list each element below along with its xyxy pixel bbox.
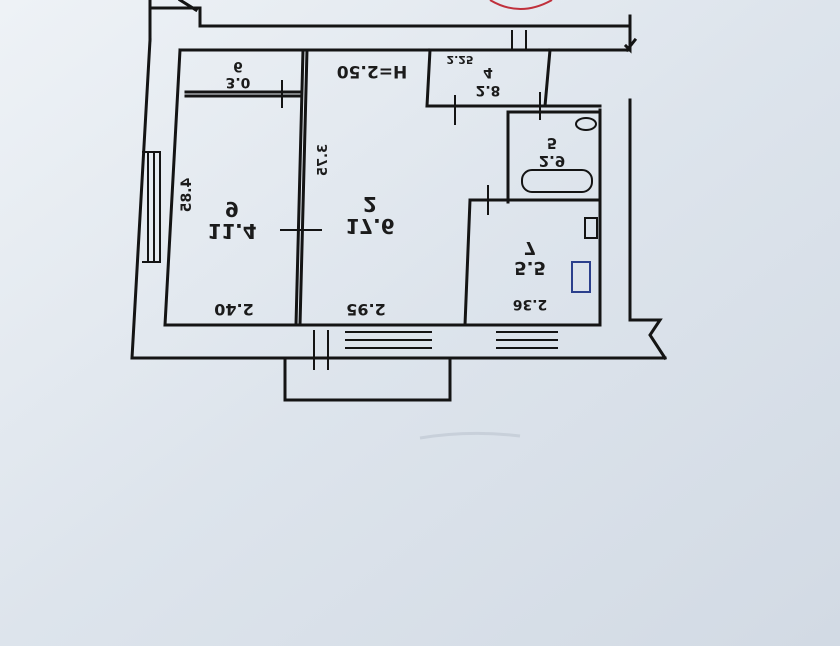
dim-bottom-mid: 2.95 xyxy=(346,300,385,319)
room-2-number: 2 xyxy=(363,192,377,216)
outer-wall-outline xyxy=(130,38,667,360)
room-2-area: 17.6 xyxy=(345,214,394,238)
left-window xyxy=(142,151,161,263)
room-5-area: 2.9 xyxy=(539,152,566,170)
room-7-area: 5.5 xyxy=(514,257,546,278)
room-4-group: 4 2.8 xyxy=(476,64,501,98)
bath-walls xyxy=(503,104,602,204)
dim-bottom-left-group: 2.40 xyxy=(214,300,253,319)
dim-hall-side: 3.75 xyxy=(316,144,331,176)
dim-bottom-left: 2.40 xyxy=(214,300,253,319)
dim-left-side-group: 4.85 xyxy=(179,178,195,213)
room-9-group: 9 11.4 xyxy=(207,197,256,243)
room-5-number: 5 xyxy=(547,134,557,152)
balcony xyxy=(283,356,452,402)
bottom-window-1 xyxy=(345,331,432,349)
room4-door xyxy=(454,92,541,125)
sink xyxy=(584,217,598,239)
room-7-number: 7 xyxy=(524,237,537,258)
wall-break-top xyxy=(623,14,638,54)
dim-hall-side-group: 3.75 xyxy=(316,144,331,176)
top-corner-wall xyxy=(148,0,632,42)
dim-left-side: 4.85 xyxy=(179,178,195,213)
partition-wall xyxy=(294,48,309,327)
outer-wall xyxy=(163,48,632,327)
top-door xyxy=(511,30,527,50)
right-wall xyxy=(628,98,668,361)
paper-crease xyxy=(419,431,521,440)
dim-bottom-right: 2.36 xyxy=(513,296,548,312)
stove xyxy=(571,261,591,293)
dim-storage: 2.25 xyxy=(446,53,473,66)
red-stamp-arc xyxy=(489,0,553,10)
room-2-group: 2 17.6 xyxy=(345,192,394,238)
room-5-group: 5 2.9 xyxy=(539,134,566,170)
room-6-number: 6 xyxy=(233,58,243,74)
balcony-door xyxy=(313,330,329,370)
room-6-area: 3.0 xyxy=(226,74,251,90)
room4-wall xyxy=(425,48,552,108)
dim-storage-group: 2.25 xyxy=(446,53,473,66)
room-9-area: 11.4 xyxy=(207,219,256,243)
ceiling-height: H=2.50 xyxy=(337,61,408,81)
toilet xyxy=(575,117,597,131)
height-group: H=2.50 xyxy=(337,61,408,81)
bottom-window-2 xyxy=(496,331,558,349)
room-6-group: 6 3.0 xyxy=(226,58,251,90)
room-4-area: 2.8 xyxy=(476,82,501,98)
room-7-group: 7 5.5 xyxy=(514,237,546,278)
bathtub xyxy=(521,169,593,193)
room-9-number: 9 xyxy=(225,197,239,221)
dim-bottom-right-group: 2.36 xyxy=(513,296,548,312)
dim-bottom-mid-group: 2.95 xyxy=(346,300,385,319)
room-4-number: 4 xyxy=(483,64,493,80)
